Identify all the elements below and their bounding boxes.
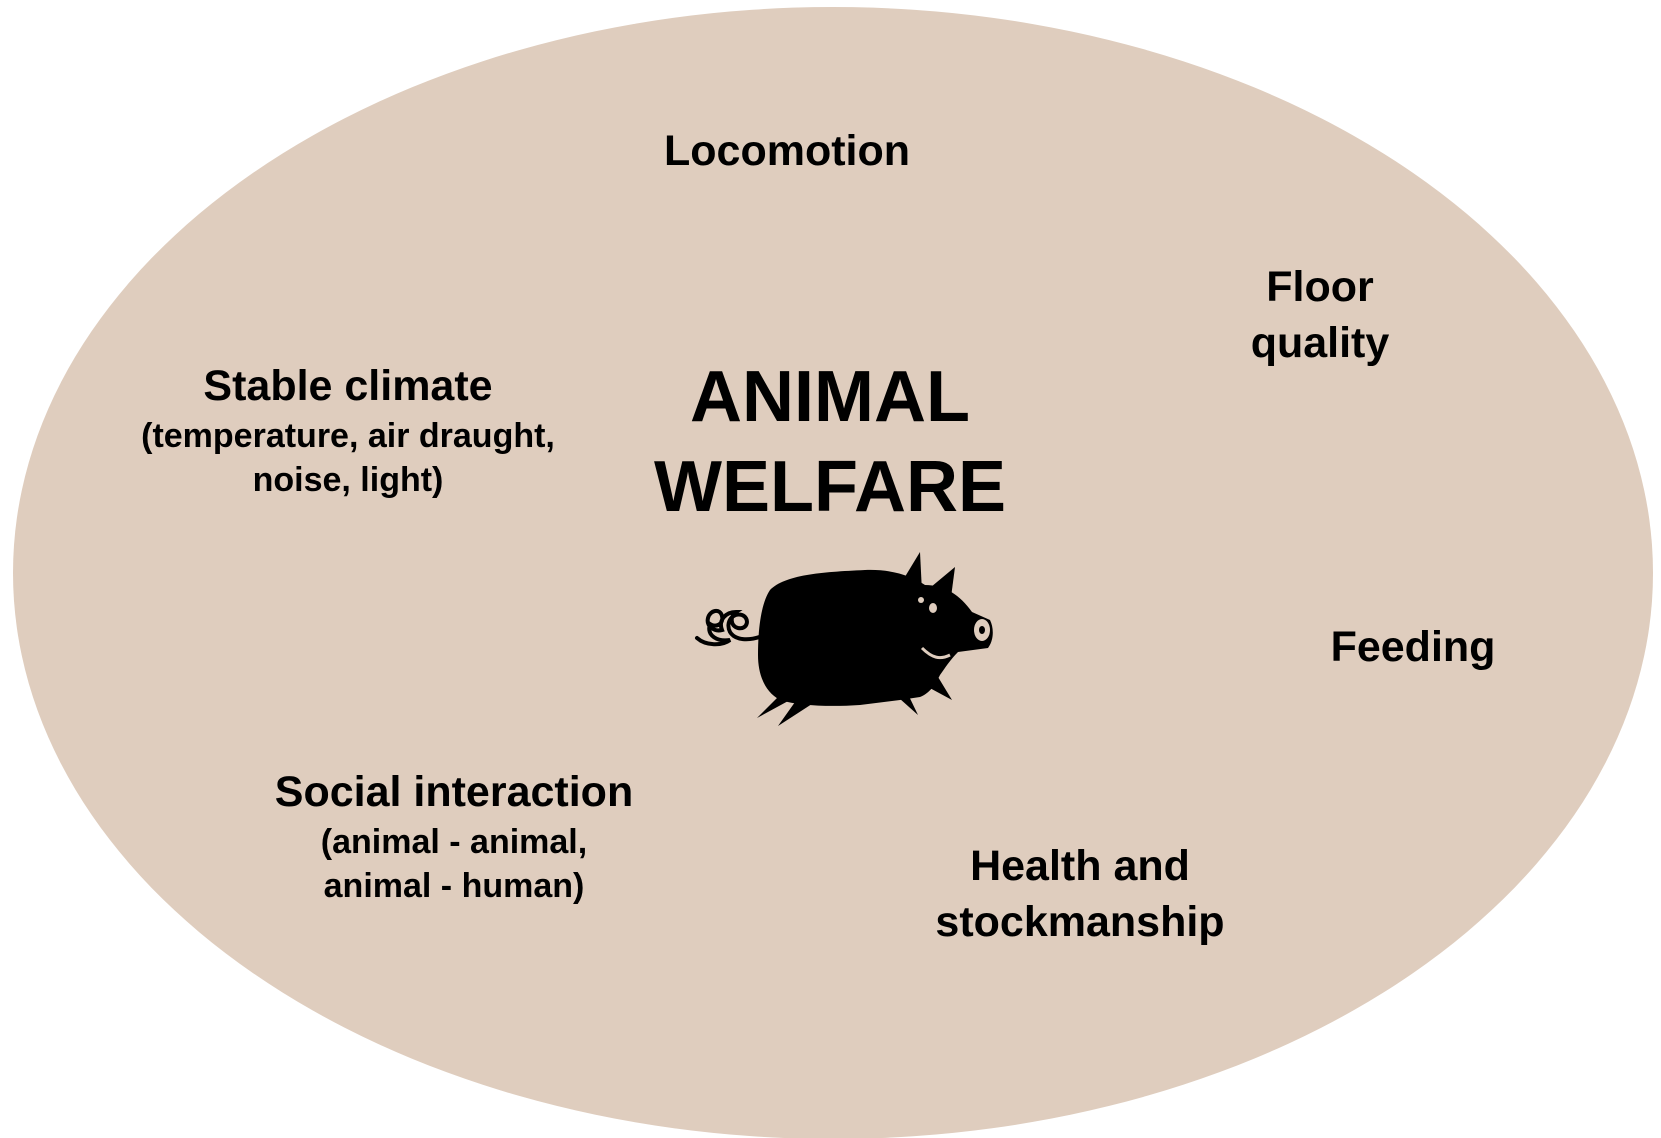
- factor-social-interaction-detail2: animal - human): [323, 867, 585, 905]
- pig-eye-2: [918, 597, 924, 603]
- pig-icon: [695, 552, 993, 726]
- factor-stable-climate-detail1: (temperature, air draught,: [141, 417, 555, 455]
- factor-floor-quality-line1: Floor: [1266, 263, 1374, 311]
- pig-leg-front-2: [915, 672, 952, 700]
- factor-social-interaction-title: Social interaction: [274, 768, 634, 816]
- factor-floor-quality: Floor quality: [1251, 259, 1390, 371]
- factor-stable-climate-detail2: noise, light): [252, 461, 444, 499]
- center-title-line1: ANIMAL: [690, 357, 970, 437]
- factor-social-interaction-detail1: (animal - animal,: [320, 823, 588, 861]
- factor-health-stockmanship-line2: stockmanship: [935, 898, 1225, 946]
- pig-leg-front-1: [890, 688, 918, 715]
- center-title: ANIMAL WELFARE: [654, 352, 1006, 532]
- pig-leg-back-1: [757, 690, 790, 718]
- factor-feeding-title: Feeding: [1330, 623, 1496, 671]
- factor-social-interaction: Social interaction (animal - animal, ani…: [275, 764, 633, 908]
- factor-stable-climate-title: Stable climate: [203, 362, 493, 410]
- factor-feeding: Feeding: [1331, 619, 1496, 675]
- factor-health-stockmanship: Health and stockmanship: [935, 838, 1224, 950]
- pig-neck-line: [920, 646, 951, 660]
- pig-ear-back: [900, 552, 922, 592]
- pig-ear-front: [925, 567, 955, 605]
- pig-eye: [929, 603, 937, 613]
- factor-locomotion-title: Locomotion: [663, 127, 911, 175]
- pig-tail: [695, 609, 767, 647]
- pig-leg-back-2: [778, 695, 815, 726]
- factor-locomotion: Locomotion: [664, 123, 910, 179]
- center-title-line2: WELFARE: [654, 447, 1006, 527]
- factor-floor-quality-line2: quality: [1250, 319, 1390, 367]
- factor-health-stockmanship-line1: Health and: [970, 842, 1190, 890]
- factor-stable-climate: Stable climate (temperature, air draught…: [141, 358, 555, 502]
- pig-nostril: [979, 626, 985, 634]
